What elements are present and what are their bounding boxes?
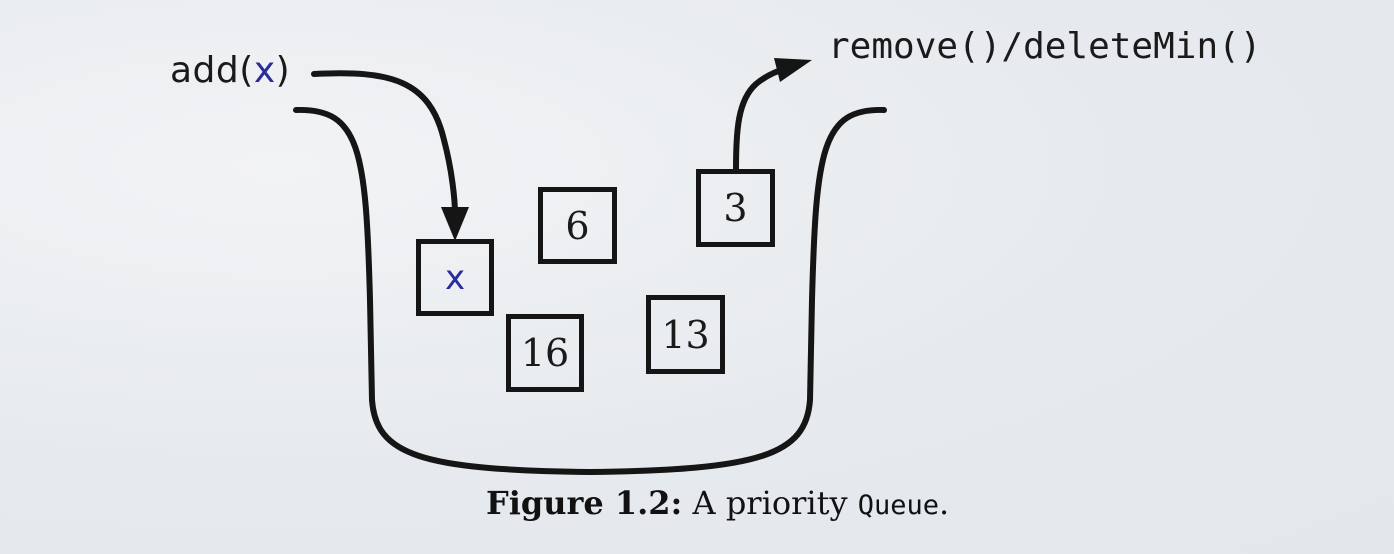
add-operation-label: add(x) [170, 50, 290, 91]
caption-figure-number: Figure 1.2: [486, 484, 683, 522]
element-box-6: 6 [538, 187, 617, 264]
remove-arrow [733, 65, 791, 172]
caption-text: A priority [692, 484, 848, 522]
add-label-suffix: ) [275, 50, 291, 91]
element-box-16: 16 [506, 314, 584, 392]
add-arrowhead [441, 207, 469, 241]
add-label-variable: x [253, 50, 276, 91]
figure-caption: Figure 1.2: A priority Queue. [486, 484, 949, 522]
element-box-3: 3 [696, 169, 775, 247]
queue-container-outline [293, 106, 887, 475]
remove-arrowhead [774, 58, 812, 82]
remove-operation-label: remove()/deleteMin() [828, 26, 1262, 67]
element-box-13: 13 [646, 295, 725, 374]
caption-code: Queue [857, 490, 940, 521]
element-box-x: x [416, 239, 494, 316]
add-label-prefix: add( [170, 50, 254, 91]
caption-period: . [939, 484, 950, 522]
add-arrow [311, 70, 458, 217]
